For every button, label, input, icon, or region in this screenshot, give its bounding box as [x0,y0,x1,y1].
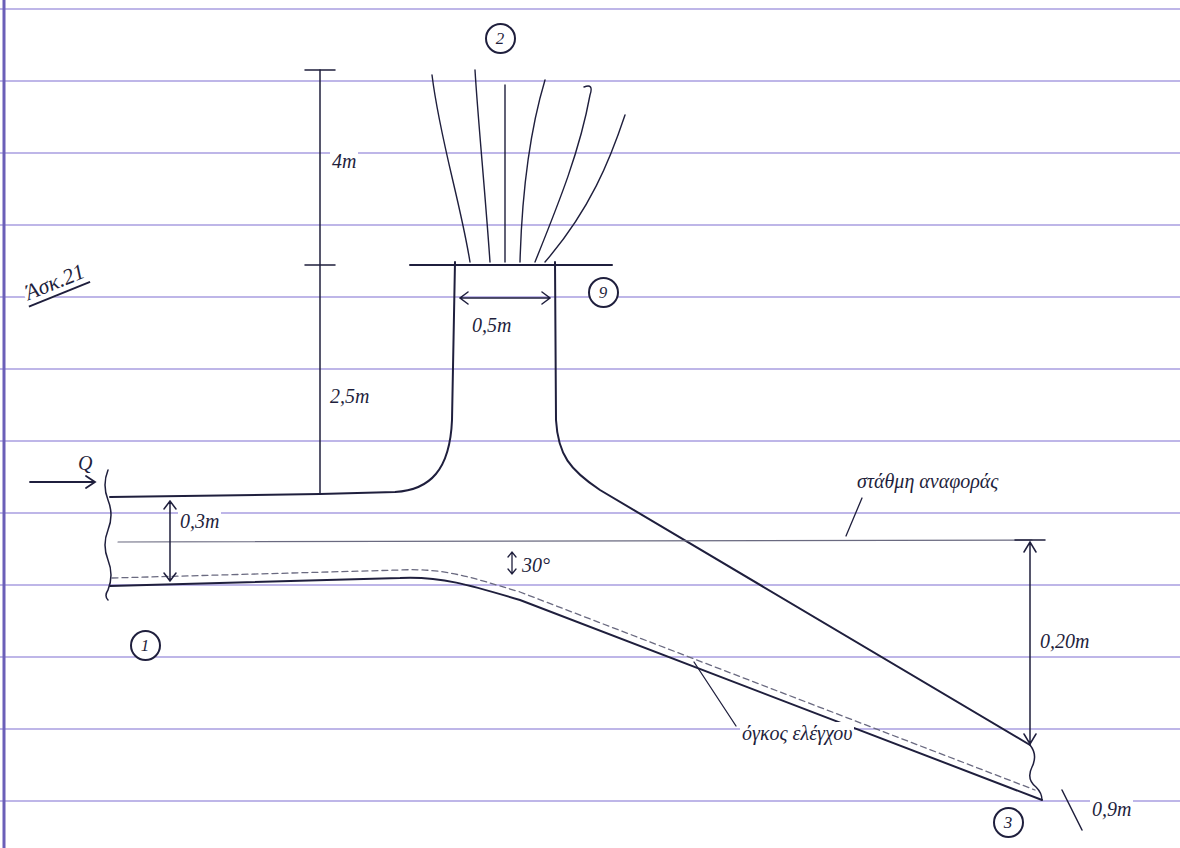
jet-line [520,80,545,262]
ruled-line [0,8,1180,10]
dimension-label: 0,9m [1090,798,1133,820]
flow-arrow [30,476,95,488]
control-volume-label: όγκος ελέγχου [740,722,854,744]
pipe-drawing [30,70,1082,830]
pipe-wall [555,262,1030,745]
dimension-label: 0,20m [1038,630,1091,652]
leader-line [846,498,862,536]
exercise-title: Άσκ.21 [20,259,91,308]
ruled-line [0,152,1180,154]
point-circle: 1 [130,630,161,661]
ruled-line [0,656,1180,658]
jet-line [432,75,470,262]
leader-line [694,662,736,726]
point-number: 3 [1004,814,1013,831]
ruled-line [0,224,1180,226]
point-number: 9 [599,284,608,301]
dimension-tick [1062,790,1082,830]
jet-line [535,86,591,262]
dimension-arrow [460,292,550,304]
point-circle: 9 [588,277,619,308]
ruled-line [0,440,1180,442]
jet-line [545,115,625,262]
dimension-label: 4m [330,150,358,172]
ruled-line [0,368,1180,370]
pipe-wall [110,262,455,497]
control-volume-line [112,570,1035,790]
angle-label: 30° [520,554,552,576]
section-boundary [1030,745,1042,800]
jet-line [475,70,490,262]
margin-line [3,0,6,848]
angle-mark [508,552,516,574]
dimension-arrow [164,501,176,581]
ruled-line [0,80,1180,82]
dimension-label: 0,3m [178,510,221,532]
point-circle: 3 [993,807,1024,838]
reference-level-label: στάθμη αναφοράς [855,470,1000,492]
point-circle: 2 [485,23,516,54]
point-number: 1 [141,637,150,654]
reference-line [118,540,1032,542]
pipe-wall [110,578,1042,800]
section-boundary [105,470,111,600]
point-number: 2 [496,30,505,47]
nozzle-exit-line [410,264,612,266]
dimension-line [319,70,321,493]
ruled-line [0,512,1180,514]
dimension-label: 2,5m [328,385,371,407]
dimension-label: 0,5m [470,314,513,336]
flow-label: Q [76,452,94,474]
jet-line [504,85,505,262]
ruled-line [0,800,1180,802]
